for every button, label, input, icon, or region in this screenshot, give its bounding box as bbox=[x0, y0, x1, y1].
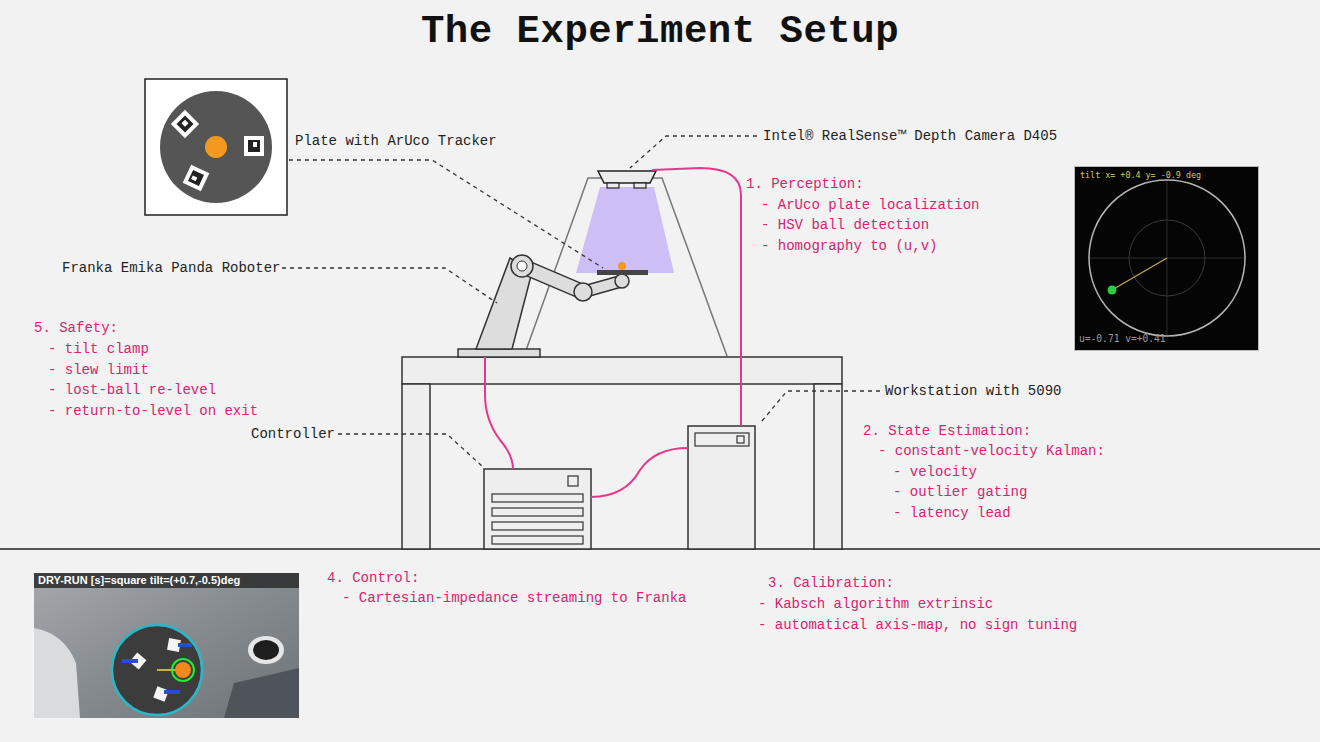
camera-lens bbox=[607, 183, 619, 188]
leader-line bbox=[282, 268, 497, 303]
photo-background bbox=[34, 573, 299, 718]
marker-code bbox=[188, 170, 204, 186]
controller-box bbox=[484, 469, 591, 549]
section-heading: 2. State Estimation: bbox=[863, 423, 1031, 439]
ground-line bbox=[0, 548, 1320, 550]
hole-ring bbox=[248, 636, 284, 664]
part-label: Franka Emika Panda Roboter bbox=[62, 260, 280, 276]
overlay-text: DRY-RUN [s]=square tilt=(+0.7,-0.5)deg bbox=[38, 574, 240, 586]
marker-id bbox=[122, 659, 138, 663]
camera-body bbox=[598, 171, 656, 183]
section-heading: 4. Control: bbox=[327, 570, 419, 586]
display-readout: u=-0.71 v=+0.41 bbox=[1079, 333, 1166, 344]
bullet-item: - homography to (u,v) bbox=[761, 238, 937, 254]
workstation-tower bbox=[688, 426, 755, 549]
background-object bbox=[224, 668, 299, 718]
controller-case bbox=[484, 469, 591, 549]
ball bbox=[618, 262, 626, 270]
ball bbox=[175, 662, 191, 678]
controller-slot bbox=[492, 536, 583, 544]
bullet-item: - HSV ball detection bbox=[761, 217, 929, 233]
plate-disc bbox=[160, 91, 272, 203]
part-label: Controller bbox=[251, 426, 335, 442]
robot-body bbox=[34, 628, 80, 718]
workstation-case bbox=[688, 426, 755, 549]
part-label: Intel® RealSense™ Depth Camera D405 bbox=[763, 128, 1057, 144]
robot-base bbox=[458, 349, 540, 357]
bullet-item: - Cartesian-impedance streaming to Frank… bbox=[342, 590, 686, 606]
bullet-item: - Kabsch algorithm extrinsic bbox=[758, 596, 993, 612]
marker-square bbox=[171, 110, 199, 138]
aruco-marker bbox=[183, 165, 210, 192]
marker-code bbox=[248, 140, 260, 152]
table-leg bbox=[814, 384, 842, 549]
controller-slot bbox=[492, 494, 583, 502]
ball-dot bbox=[1108, 286, 1117, 295]
cable bbox=[591, 448, 688, 497]
section-heading: 1. Perception: bbox=[746, 176, 864, 192]
leader-lines bbox=[282, 136, 880, 468]
diagram-title: The Experiment Setup bbox=[0, 10, 1320, 54]
tilt-display-graphic bbox=[1074, 166, 1259, 351]
cable bbox=[652, 168, 741, 426]
ball bbox=[205, 136, 227, 158]
bullet-item: - return-to-level on exit bbox=[48, 403, 258, 419]
controller-slot bbox=[492, 508, 583, 516]
leader-line bbox=[289, 160, 603, 268]
marker-code bbox=[253, 142, 257, 147]
controller-button bbox=[568, 476, 578, 486]
plate-inset bbox=[145, 79, 287, 215]
bullet-item: - lost-ball re-level bbox=[48, 382, 216, 398]
controller-slot bbox=[492, 522, 583, 530]
camera-rig bbox=[524, 171, 727, 356]
status-bar bbox=[34, 573, 299, 588]
marker-square bbox=[183, 165, 210, 192]
marker-square bbox=[244, 136, 264, 156]
power-button bbox=[737, 436, 744, 443]
part-label: Workstation with 5090 bbox=[885, 383, 1061, 399]
plate bbox=[597, 270, 648, 275]
bullet-item: - velocity bbox=[893, 464, 977, 480]
hole bbox=[253, 640, 279, 660]
camera-photo-graphic bbox=[34, 573, 299, 718]
section-heading: 5. Safety: bbox=[34, 320, 118, 336]
drive-bay bbox=[695, 433, 749, 446]
leader-line bbox=[630, 136, 757, 168]
camera-stand bbox=[524, 178, 727, 356]
display-readout: tilt x= +0.4 y= -0.9 deg bbox=[1080, 170, 1201, 180]
aruco-marker bbox=[244, 136, 264, 156]
plate-view bbox=[112, 625, 202, 715]
inset-frame bbox=[145, 79, 287, 215]
part-label: Plate with ArUco Tracker bbox=[295, 133, 497, 149]
bullet-item: - automatical axis-map, no sign tuning bbox=[758, 617, 1077, 633]
robot-arm bbox=[458, 255, 648, 357]
robot-joint bbox=[574, 283, 592, 301]
cable bbox=[485, 357, 513, 469]
marker-code bbox=[177, 116, 194, 133]
marker-id bbox=[178, 643, 192, 647]
ball-detection bbox=[172, 659, 194, 681]
marker-code bbox=[181, 120, 188, 127]
section-heading: 3. Calibration: bbox=[768, 575, 894, 591]
bullet-item: - latency lead bbox=[893, 505, 1011, 521]
table-top bbox=[402, 357, 842, 384]
bullet-item: - outlier gating bbox=[893, 484, 1027, 500]
aruco-marker bbox=[171, 110, 199, 138]
bullet-item: - slew limit bbox=[48, 362, 149, 378]
robot-joint bbox=[615, 274, 629, 288]
leader-line bbox=[762, 391, 880, 421]
marker-code bbox=[191, 175, 197, 181]
leader-line bbox=[338, 434, 484, 468]
bullet-item: - tilt clamp bbox=[48, 341, 149, 357]
camera-lens bbox=[634, 183, 646, 188]
bullet-item: - constant-velocity Kalman: bbox=[878, 443, 1105, 459]
bullet-item: - ArUco plate localization bbox=[761, 197, 979, 213]
marker-id bbox=[164, 690, 180, 694]
robot-joint bbox=[517, 261, 527, 271]
table-leg bbox=[402, 384, 430, 549]
robot-joint bbox=[511, 255, 533, 277]
